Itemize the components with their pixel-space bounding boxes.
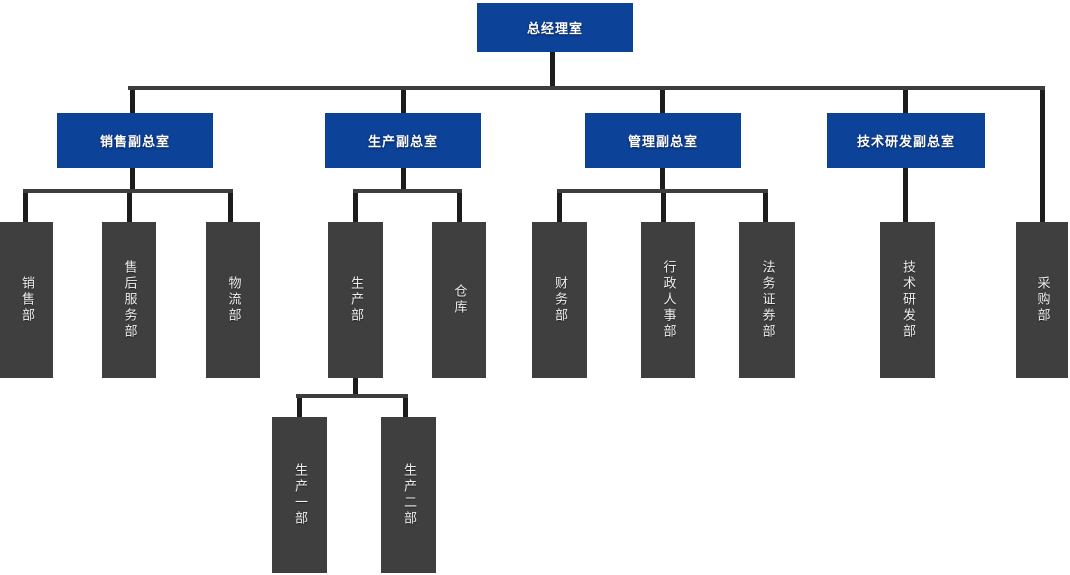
node-label: 技术研发部: [900, 260, 915, 340]
connector-sales-bus: [23, 189, 233, 193]
connector-main-bus: [128, 86, 1045, 90]
node-label: 物流部: [225, 276, 241, 324]
node-sales-vp-office: 销售副总室: [57, 113, 213, 168]
node-label: 仓库: [451, 284, 467, 316]
connector-production-bus: [353, 189, 462, 193]
node-label: 售后服务部: [121, 260, 137, 340]
connector-bus-to-tech-vp: [903, 90, 908, 113]
node-procurement-dept: 采购部: [1016, 222, 1068, 378]
connector-tech-vp-to-tech-dept: [903, 168, 908, 222]
connector-to-production-dept-1: [297, 398, 302, 417]
node-warehouse: 仓库: [432, 222, 486, 378]
node-production-dept: 生产部: [328, 222, 383, 378]
connector-bus-to-procurement-dept: [1040, 90, 1045, 222]
connector-bus-to-management-vp: [660, 90, 665, 113]
node-legal-securities-dept: 法务证券部: [739, 222, 795, 378]
node-label: 销售副总室: [99, 135, 170, 150]
connector-management-vp-stub: [660, 168, 665, 189]
connector-to-finance-dept: [557, 193, 562, 222]
connector-bus-to-sales-vp: [130, 90, 135, 113]
node-admin-hr-dept: 行政人事部: [641, 222, 695, 378]
node-label: 销售部: [19, 276, 34, 324]
node-production-dept-2: 生产二部: [381, 417, 436, 573]
node-label: 生产副总室: [367, 135, 438, 150]
node-label: 采购部: [1034, 276, 1050, 324]
node-production-vp-office: 生产副总室: [325, 113, 481, 168]
node-general-manager-office: 总经理室: [477, 3, 633, 52]
connector-to-admin-hr-dept: [661, 193, 666, 222]
node-label: 总经理室: [526, 22, 583, 37]
connector-to-sales-dept: [23, 193, 28, 222]
node-label: 生产一部: [292, 463, 307, 527]
node-production-dept-1: 生产一部: [272, 417, 327, 573]
connector-to-after-sales-dept: [127, 193, 132, 222]
node-finance-dept: 财务部: [532, 222, 587, 378]
node-after-sales-service-dept: 售后服务部: [102, 222, 156, 378]
connector-to-warehouse: [457, 193, 462, 222]
node-logistics-dept: 物流部: [206, 222, 260, 378]
node-label: 生产二部: [401, 463, 416, 527]
connector-production-dept-stub: [353, 378, 358, 394]
node-label: 管理副总室: [627, 135, 698, 150]
connector-to-production-dept-2: [403, 398, 408, 417]
node-sales-dept: 销售部: [0, 222, 53, 378]
node-label: 生产部: [348, 276, 363, 324]
node-label: 行政人事部: [660, 260, 676, 340]
connector-to-legal-securities-dept: [763, 193, 768, 222]
connector-production-vp-stub: [401, 168, 406, 189]
connector-root-to-bus: [550, 52, 555, 86]
node-management-vp-office: 管理副总室: [585, 113, 741, 168]
node-label: 法务证券部: [759, 260, 775, 340]
connector-bus-to-production-vp: [401, 90, 406, 113]
connector-sales-vp-stub: [130, 168, 135, 189]
node-tech-rd-vp-office: 技术研发副总室: [827, 113, 985, 168]
node-label: 财务部: [552, 276, 567, 324]
connector-management-bus: [557, 189, 768, 193]
connector-production-sub-bus: [296, 394, 408, 398]
connector-to-production-dept: [353, 193, 358, 222]
node-tech-rd-dept: 技术研发部: [880, 222, 935, 378]
node-label: 技术研发副总室: [856, 135, 955, 150]
connector-to-logistics-dept: [228, 193, 233, 222]
